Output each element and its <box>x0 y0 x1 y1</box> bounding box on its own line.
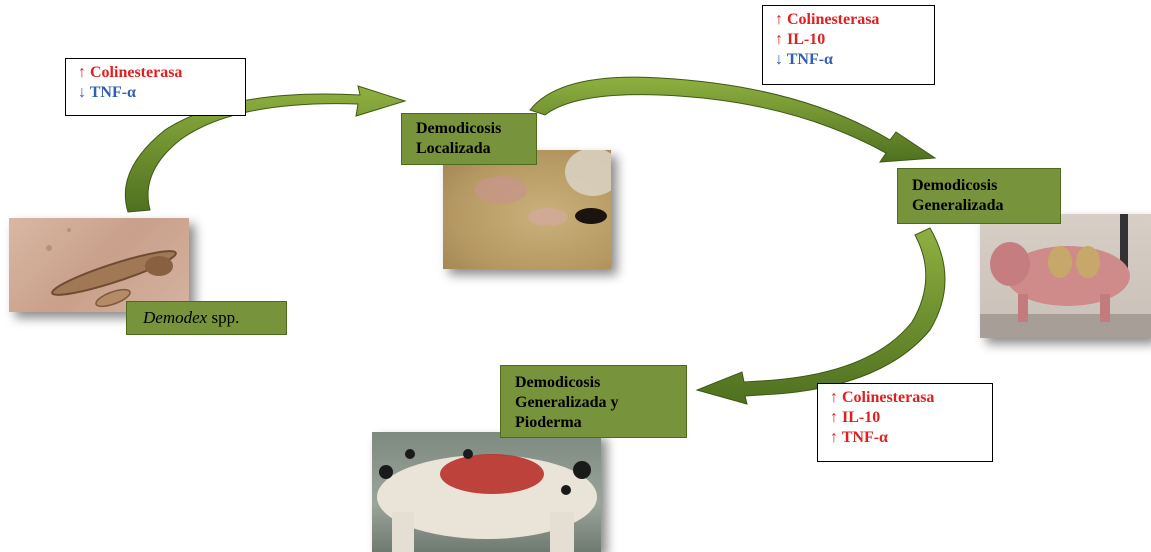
arrow-up-icon: ↑ <box>830 429 838 446</box>
arrow-up-icon: ↑ <box>830 409 838 426</box>
marker-box-generalized: ↑ Colinesterasa ↑ IL-10 ↑ TNF-α <box>817 383 993 462</box>
marker-generalized-cholinesterase: ↑ Colinesterasa <box>830 388 980 408</box>
arrow-up-icon: ↑ <box>775 31 783 48</box>
marker-localized-cholinesterase: ↑ Colinesterasa <box>775 10 922 30</box>
marker-early-tnf: ↓ TNF-α <box>78 83 233 103</box>
marker-early-cholinesterase: ↑ Colinesterasa <box>78 63 233 83</box>
arrow-down-icon: ↓ <box>775 51 783 68</box>
marker-box-localized: ↑ Colinesterasa ↑ IL-10 ↓ TNF-α <box>762 5 935 85</box>
arrow-generalized-to-pyoderma <box>697 228 945 404</box>
demodex-mite-micrograph <box>9 218 189 312</box>
stage-generalized: Demodicosis Generalizada <box>897 168 1061 224</box>
pyoderma-dog-illustration <box>372 432 601 552</box>
arrow-up-icon: ↑ <box>78 64 86 81</box>
marker-localized-tnf: ↓ TNF-α <box>775 50 922 70</box>
stage-pyoderma-line-2: Generalizada y <box>515 393 672 413</box>
stage-generalized-line-1: Demodicosis <box>912 176 1046 196</box>
stage-pyoderma-line-1: Demodicosis <box>515 373 672 393</box>
marker-box-early: ↑ Colinesterasa ↓ TNF-α <box>65 58 246 116</box>
stage-localized-line-1: Demodicosis <box>416 119 522 139</box>
arrow-up-icon: ↑ <box>775 11 783 28</box>
marker-generalized-il10: ↑ IL-10 <box>830 408 980 428</box>
mite-illustration <box>9 218 189 312</box>
species-suffix: spp. <box>207 308 239 328</box>
stage-localized: Demodicosis Localizada <box>401 113 537 165</box>
stage-pyoderma-line-3: Pioderma <box>515 413 672 433</box>
stage-generalized-line-2: Generalizada <box>912 196 1046 216</box>
stage-localized-line-2: Localizada <box>416 139 522 159</box>
dog-eye-illustration <box>443 150 611 269</box>
species-genus: Demodex <box>143 308 207 328</box>
demodex-species-label: Demodex spp. <box>126 301 287 335</box>
stage-generalized-pyoderma: Demodicosis Generalizada y Pioderma <box>500 365 687 438</box>
generalized-demodicosis-dog-photo <box>980 214 1151 338</box>
arrow-down-icon: ↓ <box>78 84 86 101</box>
marker-generalized-tnf: ↑ TNF-α <box>830 428 980 448</box>
arrow-up-icon: ↑ <box>830 389 838 406</box>
pyoderma-dog-photo <box>372 432 601 552</box>
generalized-dog-illustration <box>980 214 1151 338</box>
localized-lesion-photo <box>443 150 611 269</box>
marker-localized-il10: ↑ IL-10 <box>775 30 922 50</box>
